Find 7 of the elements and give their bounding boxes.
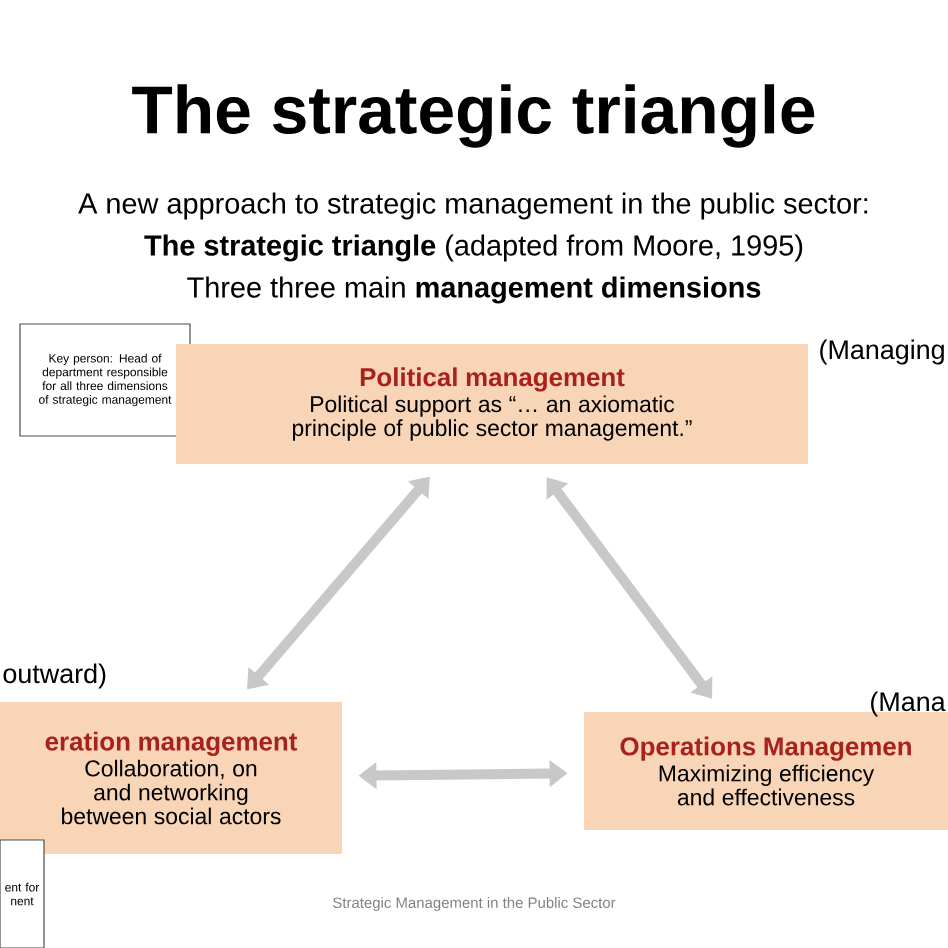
title: The strategic triangle (132, 84, 815, 148)
subtitle: Three three main management dimensions (187, 276, 761, 304)
process-box: Political management Political support as “… an axiomatic principle of public sector management.” (176, 344, 808, 464)
subtitle: A new approach to strategic management in the public sector: (78, 192, 868, 220)
subtitle: The strategic triangle (adapted from Moore, 1995) (144, 234, 803, 262)
side-label: (Mana (871, 691, 946, 717)
process-box: eration management Collaboration, on and networking between social actors (0, 702, 342, 854)
